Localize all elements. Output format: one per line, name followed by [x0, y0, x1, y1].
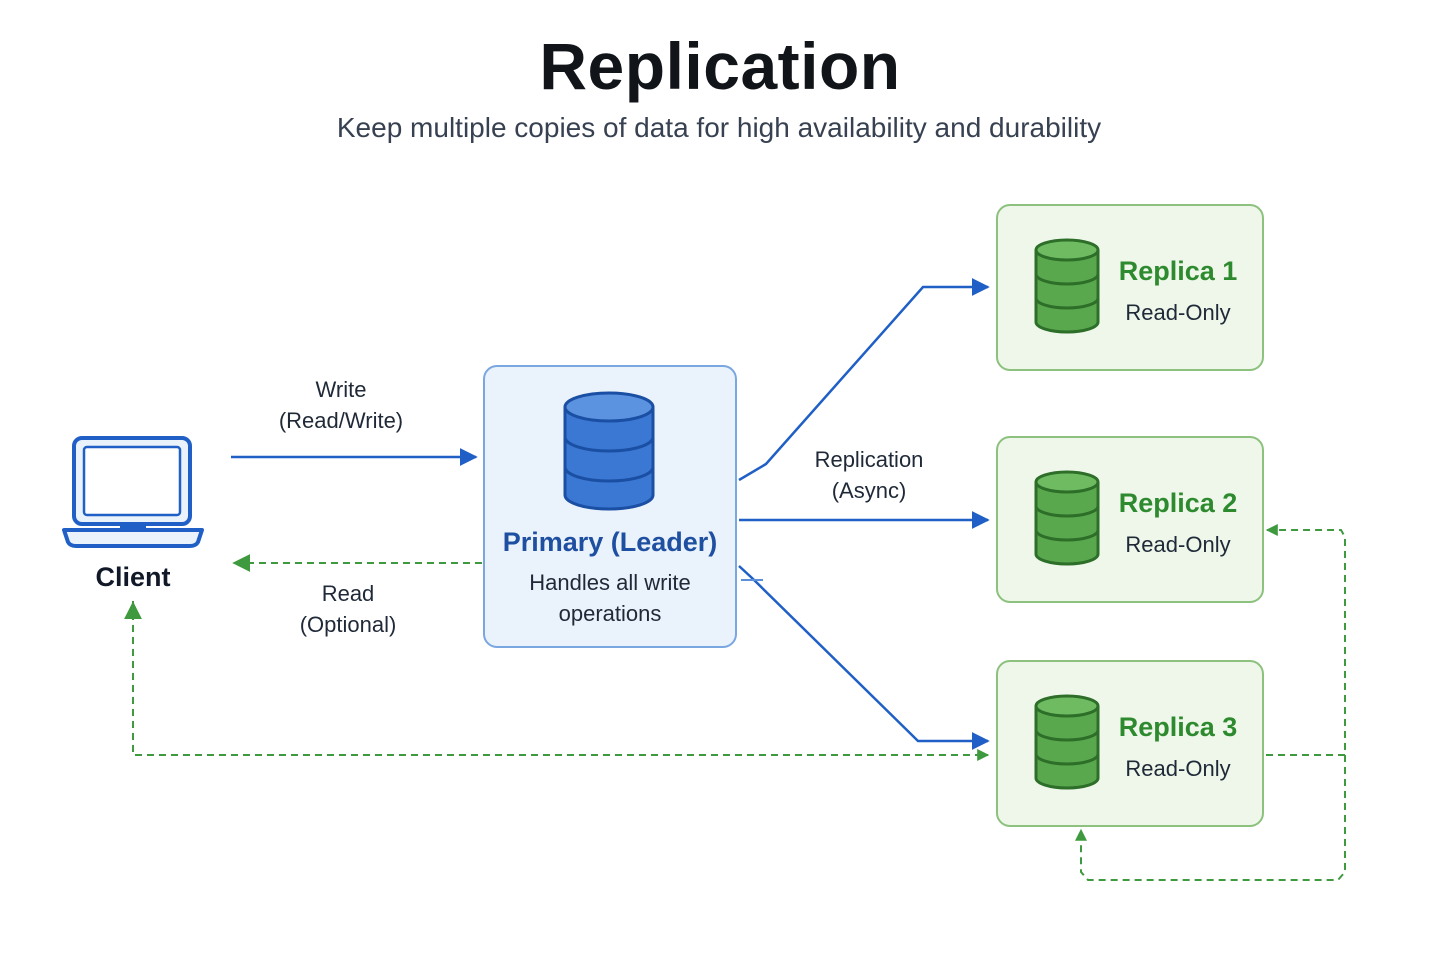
replica-1-role: Read-Only	[1125, 300, 1231, 325]
primary-node: Primary (Leader) Handles all write opera…	[483, 365, 737, 648]
primary-description: Handles all write operations	[505, 567, 715, 629]
primary-description-line-2: operations	[558, 601, 662, 626]
replica-1-name: Replica 1	[1118, 256, 1238, 286]
write-label-line-2: (Read/Write)	[278, 408, 404, 433]
replication-arrow-replica-3	[738, 565, 990, 750]
replica-2-name: Replica 2	[1118, 488, 1238, 518]
database-icon	[563, 391, 655, 511]
read-label-line-2: (Optional)	[299, 612, 397, 637]
database-icon	[1034, 694, 1100, 790]
database-icon	[1034, 238, 1100, 334]
write-label: Write (Read/Write)	[256, 374, 426, 436]
replica-loop-path	[1075, 755, 1346, 881]
database-icon	[1034, 470, 1100, 566]
read-label-line-1: Read	[321, 581, 375, 606]
client-label: Client	[95, 562, 171, 592]
page-title: Replication	[539, 29, 901, 103]
replica-3-name: Replica 3	[1118, 712, 1238, 742]
write-label-line-1: Write	[315, 377, 367, 402]
client-node	[60, 432, 206, 552]
primary-description-line-1: Handles all write	[529, 570, 691, 595]
read-label: Read (Optional)	[263, 578, 433, 640]
laptop-icon	[62, 436, 204, 548]
replication-label: Replication (Async)	[784, 444, 954, 506]
replica-2-role: Read-Only	[1125, 532, 1231, 557]
replica-3-role: Read-Only	[1125, 756, 1231, 781]
replication-label-line-1: Replication	[814, 447, 924, 472]
page-subtitle: Keep multiple copies of data for high av…	[336, 112, 1102, 143]
primary-name: Primary (Leader)	[502, 527, 718, 557]
replication-arrow-replica-1	[738, 278, 990, 482]
replica-3-node: Replica 3 Read-Only	[996, 660, 1264, 827]
replica-1-node: Replica 1 Read-Only	[996, 204, 1264, 371]
replica-2-node: Replica 2 Read-Only	[996, 436, 1264, 603]
replication-label-line-2: (Async)	[831, 478, 907, 503]
client-replica-read-path	[132, 601, 990, 761]
replica-sync-path	[1265, 524, 1346, 756]
